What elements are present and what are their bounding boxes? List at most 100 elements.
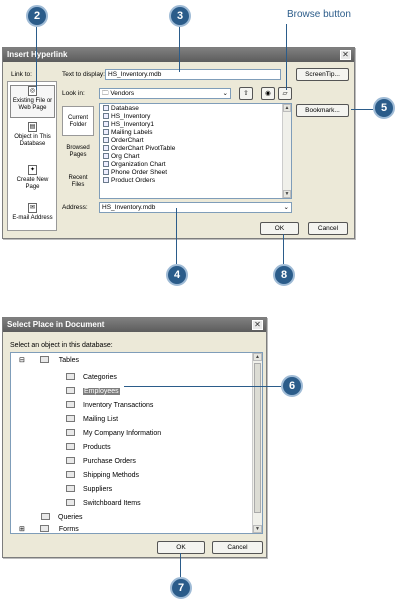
- cancel-button[interactable]: Cancel: [212, 541, 263, 554]
- file-item[interactable]: OrderChart: [103, 137, 144, 145]
- link-object-in-database-label: Object in This Database: [14, 134, 51, 147]
- file-item[interactable]: OrderChart PivotTable: [103, 145, 175, 153]
- scroll-down-icon[interactable]: ▼: [283, 190, 291, 198]
- up-folder-icon: ⇧: [243, 90, 249, 97]
- screentip-button[interactable]: ScreenTip...: [296, 68, 349, 81]
- tree-item-table[interactable]: Suppliers: [66, 485, 112, 495]
- file-list: Database HS_Inventory HS_Inventory1 Mail…: [99, 103, 292, 199]
- link-email-address-label: E-mail Address: [12, 215, 53, 221]
- callout-4: 4: [166, 264, 188, 286]
- tree-item-table[interactable]: Shipping Methods: [66, 471, 139, 481]
- file-item[interactable]: Mailing Labels: [103, 129, 153, 137]
- nav-current-folder[interactable]: Current Folder: [62, 106, 94, 136]
- file-list-scrollbar[interactable]: ▲ ▼: [282, 104, 291, 198]
- tree-item-table[interactable]: Categories: [66, 373, 117, 383]
- callout-3-line: [179, 27, 180, 72]
- file-icon: [103, 177, 109, 183]
- link-object-in-database[interactable]: ▤ Object in This Database: [10, 122, 55, 152]
- tree-node-forms[interactable]: ⊞ Forms: [19, 525, 79, 533]
- ok-button[interactable]: OK: [157, 541, 205, 554]
- file-icon: [103, 121, 109, 127]
- close-button[interactable]: ✕: [252, 320, 263, 330]
- browse-file-button[interactable]: ▱: [278, 87, 292, 100]
- file-item[interactable]: Product Orders: [103, 177, 155, 185]
- tree-node-queries[interactable]: Queries: [41, 513, 83, 523]
- file-icon: [103, 105, 109, 111]
- table-icon: [39, 356, 49, 363]
- callout-8: 8: [273, 264, 295, 286]
- link-create-new-page[interactable]: ✦ Create New Page: [10, 165, 55, 193]
- ok-button[interactable]: OK: [260, 222, 299, 235]
- close-icon: ✕: [254, 320, 261, 329]
- envelope-icon: ✉: [28, 203, 37, 213]
- link-to-bar: ◎ Existing File or Web Page ▤ Object in …: [7, 81, 57, 231]
- callout-7: 7: [170, 577, 192, 599]
- cancel-button[interactable]: Cancel: [308, 222, 348, 235]
- file-icon: [103, 129, 109, 135]
- scroll-thumb[interactable]: [254, 363, 261, 513]
- text-to-display-input[interactable]: HS_Inventory.mdb: [105, 69, 281, 80]
- file-item[interactable]: Org Chart: [103, 153, 140, 161]
- dialog-title: Select Place in Document: [3, 318, 266, 332]
- link-existing-file[interactable]: ◎ Existing File or Web Page: [10, 85, 55, 118]
- look-in-value: Vendors: [110, 90, 135, 97]
- nav-browsed-pages[interactable]: Browsed Pages: [66, 145, 90, 158]
- dialog-title: Insert Hyperlink: [3, 48, 354, 62]
- file-item[interactable]: Phone Order Sheet: [103, 169, 167, 177]
- select-object-prompt: Select an object in this database:: [10, 342, 113, 349]
- select-place-dialog: Select Place in Document ✕ Select an obj…: [2, 317, 267, 558]
- callout-6: 6: [281, 375, 303, 397]
- tree-item-table[interactable]: Mailing List: [66, 415, 118, 425]
- table-icon: [66, 401, 75, 408]
- new-page-icon: ✦: [28, 165, 37, 175]
- tree-item-table[interactable]: My Company Information: [66, 429, 161, 439]
- link-to-label: Link to:: [11, 71, 32, 78]
- link-create-new-page-label: Create New Page: [16, 177, 49, 190]
- folder-icon: 🗀: [102, 90, 109, 97]
- tree-item-table[interactable]: Purchase Orders: [66, 457, 136, 467]
- scroll-up-icon[interactable]: ▲: [253, 353, 262, 361]
- close-button[interactable]: ✕: [340, 50, 351, 60]
- chevron-down-icon: ⌄: [283, 204, 289, 211]
- file-icon: [103, 153, 109, 159]
- table-icon: [66, 443, 75, 450]
- address-value: HS_Inventory.mdb: [102, 204, 156, 211]
- open-folder-icon: ▱: [282, 90, 288, 97]
- table-icon: [66, 415, 75, 422]
- nav-column: Current Folder Browsed Pages Recent File…: [61, 103, 96, 199]
- collapse-icon: ⊟: [19, 357, 25, 364]
- selected-item: Employees: [83, 388, 120, 395]
- browse-leader-line: [286, 24, 287, 90]
- tree-item-table[interactable]: Switchboard Items: [66, 499, 141, 509]
- callout-8-line: [283, 234, 284, 264]
- form-icon: [39, 525, 49, 532]
- file-icon: [103, 169, 109, 175]
- tree-scrollbar[interactable]: ▲ ▼: [252, 353, 262, 533]
- file-icon: [103, 145, 109, 151]
- scroll-up-icon[interactable]: ▲: [283, 104, 291, 112]
- link-email-address[interactable]: ✉ E-mail Address: [10, 203, 55, 229]
- table-icon: [66, 499, 75, 506]
- scroll-down-icon[interactable]: ▼: [253, 525, 262, 533]
- file-icon: [103, 161, 109, 167]
- bookmark-button[interactable]: Bookmark...: [296, 104, 349, 117]
- nav-recent-files[interactable]: Recent Files: [68, 175, 88, 188]
- up-folder-button[interactable]: ⇧: [239, 87, 253, 100]
- insert-hyperlink-dialog: Insert Hyperlink ✕ Link to: ◎ Existing F…: [2, 47, 355, 239]
- table-icon: [66, 457, 75, 464]
- tree-item-table[interactable]: Inventory Transactions: [66, 401, 153, 411]
- look-in-select[interactable]: 🗀 Vendors ⌄: [99, 88, 231, 99]
- file-item[interactable]: HS_Inventory1: [103, 121, 154, 129]
- browse-web-button[interactable]: ◉: [261, 87, 275, 100]
- table-icon: [66, 471, 75, 478]
- browse-button-annotation: Browse button: [287, 9, 351, 20]
- tree-node-tables[interactable]: ⊟ Tables: [19, 356, 80, 364]
- callout-4-line: [176, 208, 177, 264]
- file-item[interactable]: HS_Inventory: [103, 113, 150, 121]
- file-item[interactable]: Organization Chart: [103, 161, 166, 169]
- tree-item-table[interactable]: Products: [66, 443, 111, 453]
- address-input[interactable]: HS_Inventory.mdb ⌄: [99, 202, 292, 213]
- file-item[interactable]: Database: [103, 105, 139, 113]
- tree-item-table[interactable]: Employees: [66, 387, 120, 397]
- callout-3: 3: [169, 5, 191, 27]
